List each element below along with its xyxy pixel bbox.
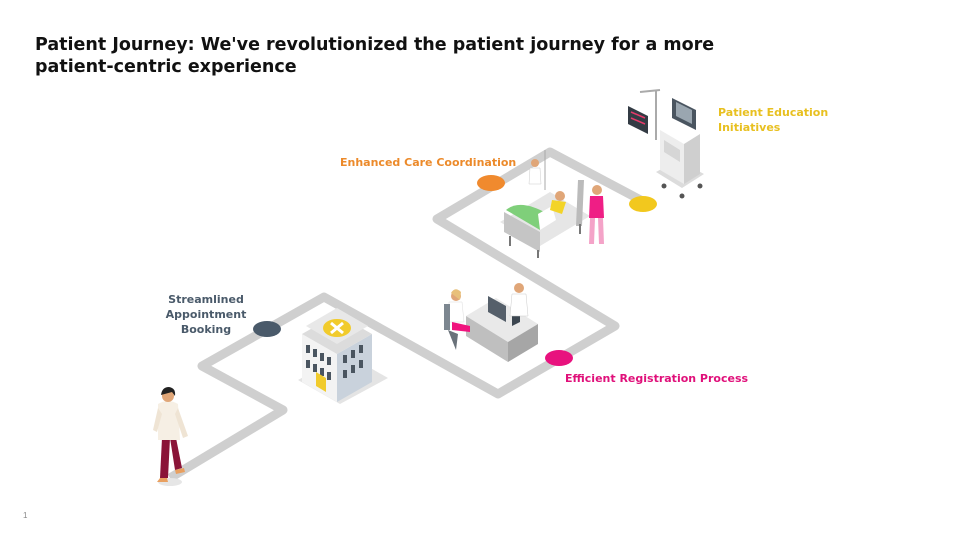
care-marker [477, 175, 505, 191]
patient-education-label-line-2: Initiatives [718, 121, 781, 134]
care-coordination-label: Enhanced Care Coordination [340, 156, 517, 169]
hospital-bed-scene [500, 150, 604, 258]
medical-monitor-cart [628, 89, 704, 199]
registration-process-label: Efficient Registration Process [565, 372, 749, 385]
education-marker [629, 196, 657, 212]
page-title: Patient Journey: We've revolutionized th… [35, 34, 755, 78]
appointment-booking-label-line-1: Streamlined Appointment [165, 293, 247, 321]
appointment-booking-label: Streamlined Appointment Booking [133, 292, 279, 337]
appointment-marker [253, 321, 281, 337]
patient-education-label: Patient Education Initiatives [718, 105, 848, 135]
journey-path [167, 147, 653, 482]
page-title-line-2: patient-centric experience [35, 57, 297, 77]
registration-marker [545, 350, 573, 366]
hospital-building [298, 308, 388, 404]
page-number: 1 [23, 511, 28, 520]
appointment-booking-label-line-2: Booking [180, 323, 232, 336]
page-title-line-1: Patient Journey: We've revolutionized th… [35, 35, 715, 55]
walking-patient-figure [153, 387, 188, 486]
registration-desk-scene [444, 283, 538, 362]
patient-education-label-line-1: Patient Education [718, 106, 829, 119]
